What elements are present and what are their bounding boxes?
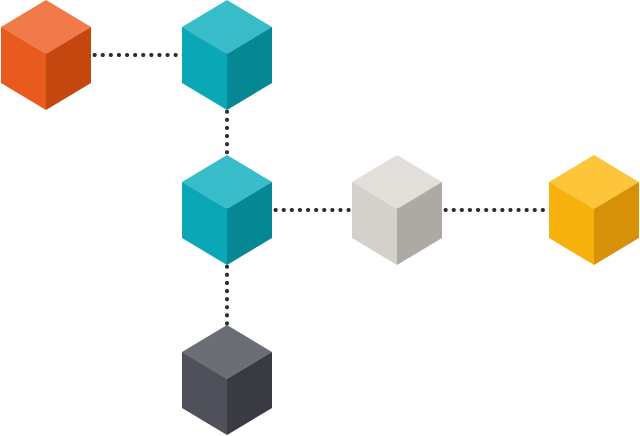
light-gray-cube-right-face: [397, 182, 442, 265]
teal-cube-middle-right-face: [227, 182, 272, 265]
dark-gray-cube-right-face: [227, 352, 272, 435]
light-gray-cube: [352, 155, 442, 265]
dark-gray-cube: [182, 325, 272, 435]
yellow-cube-left-face: [549, 182, 594, 265]
dark-gray-cube-left-face: [182, 352, 227, 435]
teal-cube-top-right-face: [227, 27, 272, 110]
connectors: [44, 53, 596, 382]
teal-cube-middle: [182, 155, 272, 265]
orange-cube-right-face: [46, 27, 91, 110]
teal-cube-middle-left-face: [182, 182, 227, 265]
orange-cube-left-face: [1, 27, 46, 110]
orange-cube: [1, 0, 91, 110]
yellow-cube-right-face: [594, 182, 639, 265]
yellow-cube: [549, 155, 639, 265]
teal-cube-top: [182, 0, 272, 110]
teal-cube-top-left-face: [182, 27, 227, 110]
light-gray-cube-left-face: [352, 182, 397, 265]
